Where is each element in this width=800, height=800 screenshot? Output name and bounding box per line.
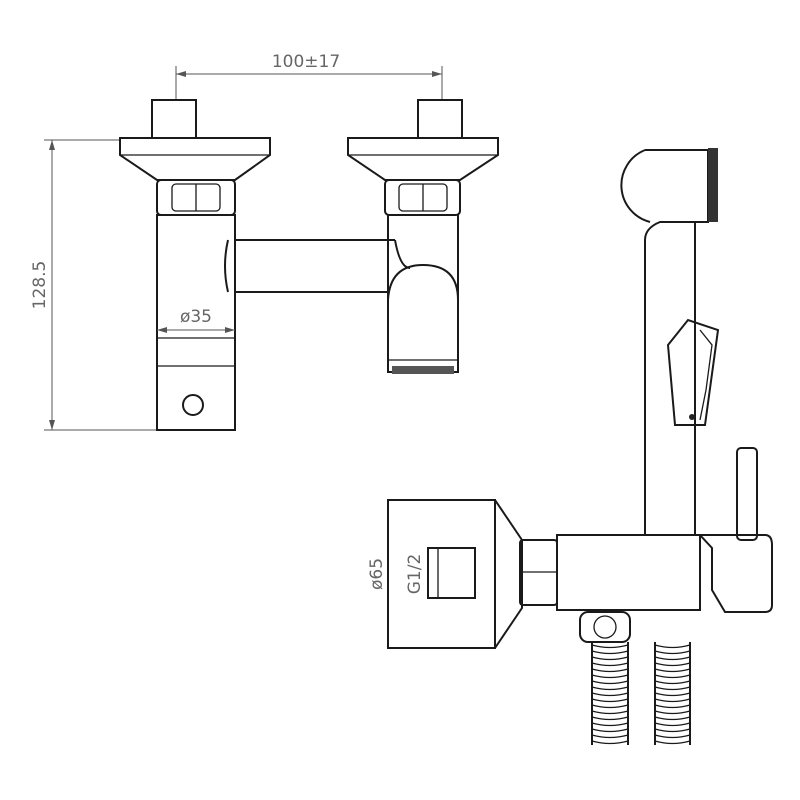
hoses: [591, 642, 691, 745]
thread-label: G1/2: [405, 554, 425, 595]
wall-bracket: [387, 447, 773, 649]
hose-1: [591, 642, 629, 745]
flange-diameter-label: ø65: [367, 558, 387, 590]
spacing-dimension: 100±17: [175, 52, 443, 100]
hose-2: [654, 642, 691, 745]
hand-shower: [620, 148, 720, 535]
right-valve: [347, 99, 499, 374]
connecting-pipe: [224, 239, 395, 293]
left-valve: [119, 99, 271, 431]
flange-dimensions: ø65 G1/2: [367, 554, 425, 595]
body-diameter-label: ø35: [180, 307, 212, 327]
height-label: 128.5: [30, 261, 50, 310]
body-diameter-dimension: ø35: [157, 307, 235, 333]
height-dimension: 128.5: [30, 139, 157, 431]
spacing-label: 100±17: [272, 52, 340, 72]
